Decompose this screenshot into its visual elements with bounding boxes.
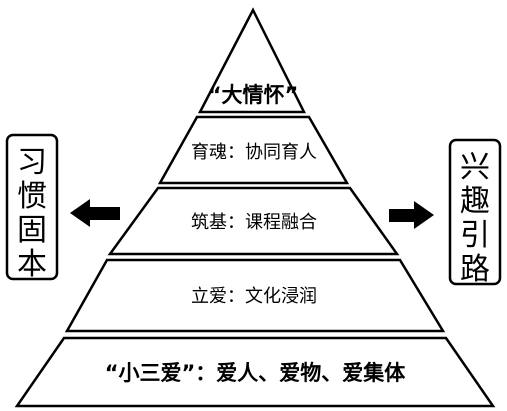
left-label-box — [5, 133, 59, 281]
right-label-char-2: 趣 — [460, 184, 490, 219]
right-label-char-1: 兴 — [460, 150, 490, 185]
pyramid-tier-3 — [107, 186, 400, 256]
pyramid-tier-top — [197, 7, 307, 114]
pyramid-tier-2 — [157, 115, 350, 185]
tier-4-label: 立爱：文化浸润 — [191, 286, 317, 307]
tier-top-label: “大情怀” — [208, 83, 299, 107]
pyramid-tier-base — [14, 336, 496, 408]
tier-2-label: 育魂：协同育人 — [191, 142, 317, 163]
right-label-box — [448, 138, 502, 286]
tier-base-label: “小三爱”：爱人、爱物、爱集体 — [105, 361, 407, 385]
right-label-char-3: 引 — [460, 218, 490, 253]
left-label-char-4: 本 — [17, 247, 47, 282]
left-arrow-icon — [70, 199, 120, 227]
left-label-char-2: 惯 — [17, 179, 47, 214]
right-label-char-4: 路 — [460, 252, 490, 287]
pyramid-tier-4 — [64, 258, 446, 333]
left-label-char-1: 习 — [17, 145, 47, 180]
right-arrow-icon — [389, 201, 434, 229]
tier-3-label: 筑基：课程融合 — [191, 212, 317, 233]
left-label-char-3: 固 — [17, 213, 47, 248]
